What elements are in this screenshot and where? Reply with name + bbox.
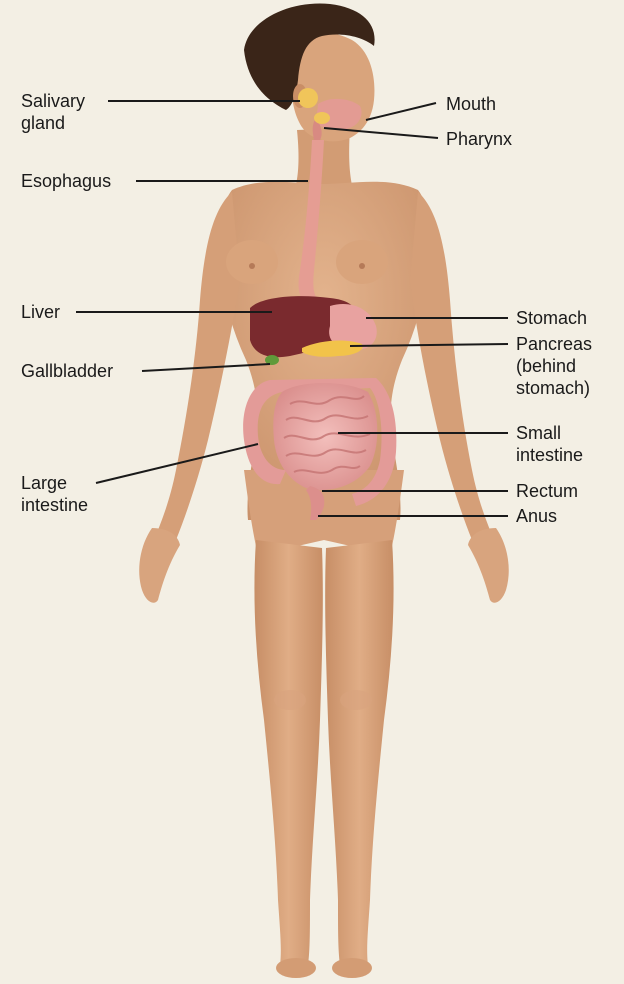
small-intestine-label-line1: Small — [516, 422, 583, 444]
large-intestine-label: Large intestine — [21, 472, 88, 516]
salivary-gland-label-line2: gland — [21, 112, 85, 134]
mouth-leader — [366, 103, 436, 120]
large-intestine-label-line1: Large — [21, 472, 88, 494]
anus-label: Anus — [516, 505, 557, 527]
mouth-label: Mouth — [446, 93, 496, 115]
body-figure — [139, 128, 509, 978]
large-intestine-label-line2: intestine — [21, 494, 88, 516]
pancreas-label-line3: stomach) — [516, 377, 592, 399]
esophagus-label: Esophagus — [21, 170, 111, 192]
pancreas-label-line1: Pancreas — [516, 333, 592, 355]
rectum-label: Rectum — [516, 480, 578, 502]
salivary-gland-shape — [298, 88, 318, 108]
liver-label: Liver — [21, 301, 60, 323]
pancreas-label: Pancreas (behind stomach) — [516, 333, 592, 399]
gallbladder-label: Gallbladder — [21, 360, 113, 382]
small-intestine-label-line2: intestine — [516, 444, 583, 466]
pharynx-label: Pharynx — [446, 128, 512, 150]
salivary-gland-label-line1: Salivary — [21, 90, 85, 112]
small-intestine-label: Small intestine — [516, 422, 583, 466]
pancreas-label-line2: (behind — [516, 355, 592, 377]
stomach-label: Stomach — [516, 307, 587, 329]
salivary-gland-label: Salivary gland — [21, 90, 85, 134]
